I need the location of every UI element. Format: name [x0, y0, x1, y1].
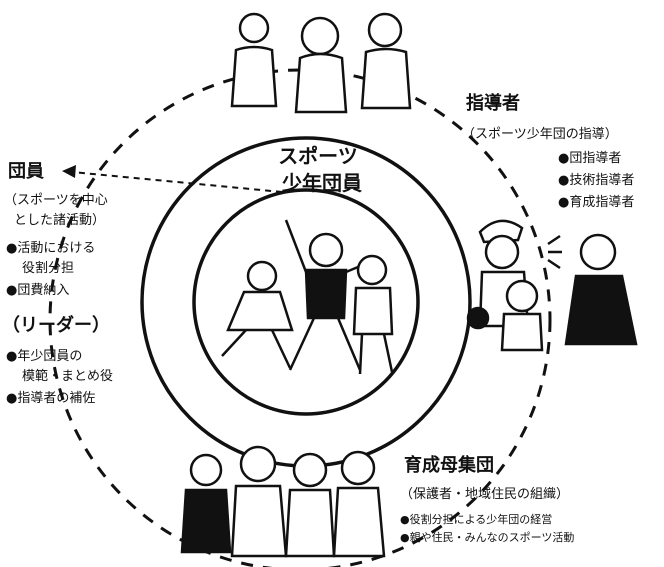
illustration-bottom-parents: [180, 445, 386, 558]
instructors-title: 指導者: [466, 93, 520, 114]
instructors-item-3: ●育成指導者: [558, 195, 635, 210]
parent-group-item-1: ●役割分担による少年団の経営: [400, 513, 553, 526]
members-subtitle-1: （スポーツを中心: [4, 193, 108, 208]
illustration-center-children: [221, 219, 394, 375]
dashed-arrow-to-members: [71, 171, 283, 193]
illustration-right-coaches: [466, 219, 638, 352]
members-item-1: ●活動における: [6, 241, 96, 256]
leader-heading: （リーダー）: [2, 315, 110, 336]
arrowhead-icon: [62, 165, 76, 178]
members-subtitle-2: とした諸活動）: [14, 213, 106, 228]
leader-item-3: ●指導者の補佐: [6, 391, 96, 406]
center-title-line1: スポーツ: [278, 144, 358, 168]
parent-group-subtitle: （保護者・地域住民の組織）: [400, 487, 570, 502]
instructors-subtitle: （スポーツ少年団の指導）: [462, 127, 618, 142]
center-title-line2: 少年団員: [282, 171, 362, 195]
illustration-top-adults: [230, 12, 412, 114]
instructors-item-1: ●団指導者: [558, 151, 622, 166]
inner-solid-ring: [192, 188, 420, 416]
leader-item-1: ●年少団員の: [6, 349, 83, 364]
leader-item-2: 模範・まとめ役: [22, 369, 114, 384]
members-item-3: ●団費納入: [6, 283, 70, 298]
members-title: 団員: [8, 161, 44, 182]
instructors-item-2: ●技術指導者: [558, 173, 635, 188]
members-item-2: 役割分担: [22, 261, 75, 276]
parent-group-item-2: ●親や住民・みんなのスポーツ活動: [400, 531, 575, 544]
parent-group-title: 育成母集団: [404, 455, 494, 476]
